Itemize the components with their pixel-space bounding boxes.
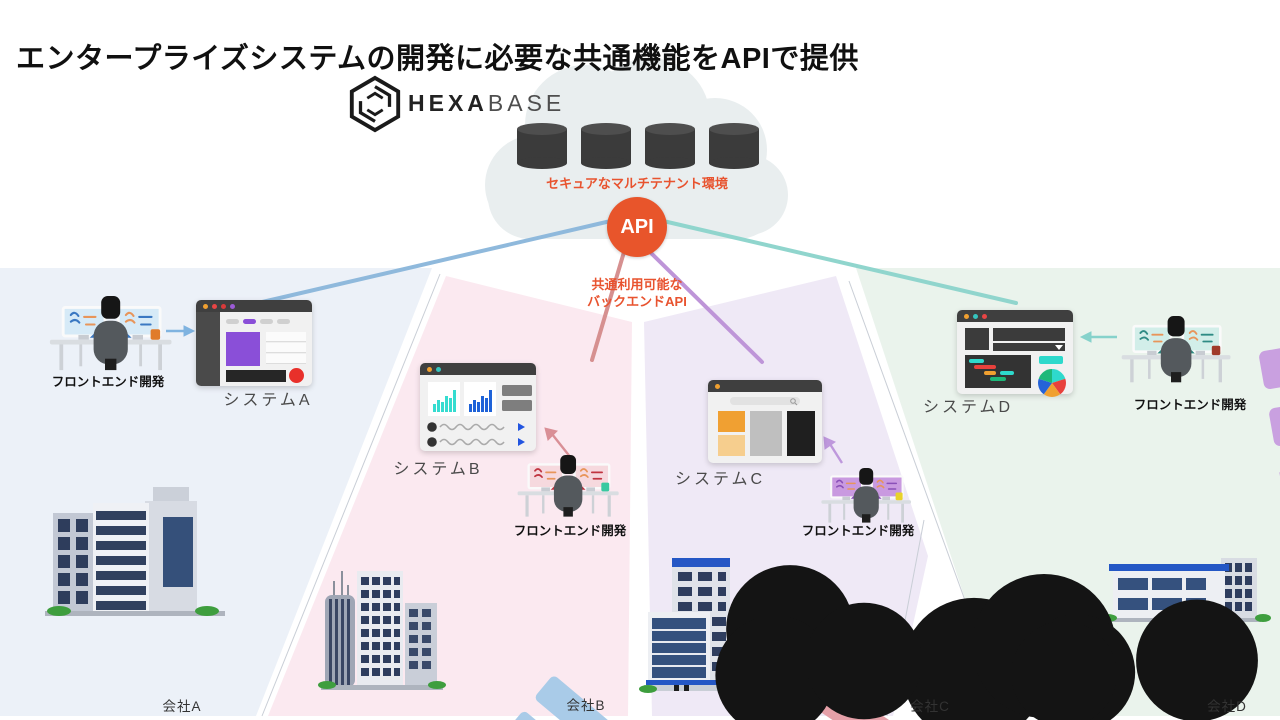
frontend-dev-label-d: フロントエンド開発 [1133,398,1247,412]
brand-name: HEXABASE [408,90,565,117]
backend-api-label: 共通利用可能な バックエンドAPI [537,277,737,311]
hexabase-logo-icon [349,75,401,133]
frontend-dev-label-a: フロントエンド開発 [51,375,165,389]
system-c-label: システムC [674,471,766,488]
company-d-label: 会社D [1207,699,1247,714]
system-b-label: システムB [393,461,483,478]
system-d-label: システムD [922,399,1014,416]
dev-to-system-arrows [166,325,1117,464]
backend-api-label-line1: 共通利用可能な [591,277,683,292]
system-b-window [420,363,536,451]
api-line-to-system-d [657,218,1018,305]
pie-chart-icon [1038,369,1066,397]
brand-hexa: HEXA [408,90,488,116]
building-b [318,571,446,690]
building-a [45,487,225,616]
api-line-to-system-b [590,250,626,362]
system-c-window-titlebar [708,380,822,392]
api-line-to-system-c [648,250,764,364]
company-c-label: 会社C [910,699,950,714]
database-cylinders [517,123,759,169]
multitenant-env-label: セキュアなマルチテナント環境 [546,176,728,191]
system-a-window [196,300,312,386]
brand-base: BASE [487,90,566,116]
system-a-window-titlebar [196,300,312,312]
company-b-label: 会社B [566,698,606,713]
building-c [639,558,745,693]
api-line-to-system-a [256,218,617,305]
system-d-window-titlebar [957,310,1073,322]
frontend-dev-label-c: フロントエンド開発 [801,524,915,538]
page-title: エンタープライズシステムの開発に必要な共通機能をAPIで提供 [16,43,859,76]
api-connection-lines [256,218,1018,364]
backend-api-label-line2: バックエンドAPI [587,293,687,309]
search-icon [790,398,798,406]
chevron-down-icon [1055,345,1063,350]
company-a-label: 会社A [162,699,202,714]
system-a-label: システムA [223,392,313,409]
frontend-dev-label-b: フロントエンド開発 [513,524,627,538]
system-b-window-titlebar [420,363,536,375]
api-badge: API [607,197,667,257]
system-d-window [957,310,1073,397]
system-c-window [708,380,822,463]
